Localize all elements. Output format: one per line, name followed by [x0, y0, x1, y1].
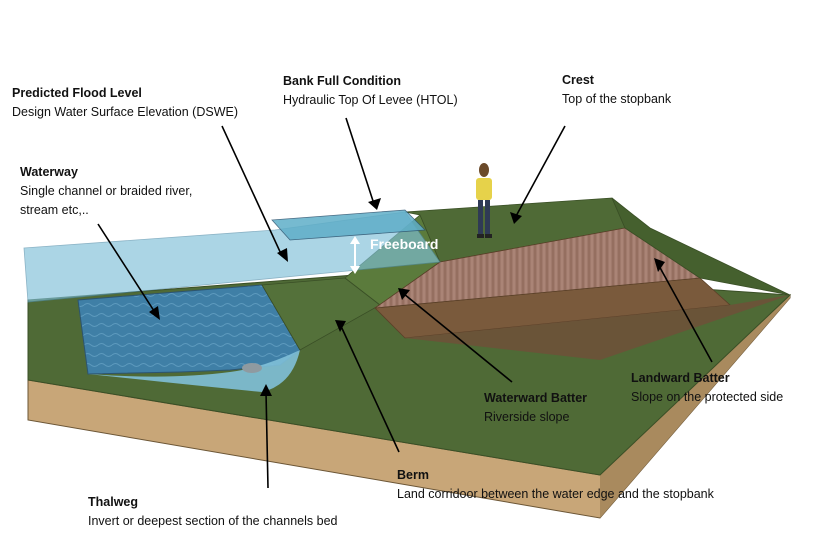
- leader-bank-full-condition: [345, 117, 375, 205]
- crest-desc: Top of the stopbank: [562, 92, 672, 106]
- bank-full-condition-title: Bank Full Condition: [283, 74, 402, 88]
- berm-desc: Land corridoor between the water edge an…: [397, 487, 714, 501]
- leader-waterway: [97, 223, 157, 315]
- leader-thalweg: [265, 391, 269, 489]
- freeboard-arrow-head-top: [350, 236, 360, 244]
- label-landward-batter: Landward Batter Slope on the protected s…: [631, 369, 783, 407]
- arrowhead-bank-full-condition: [368, 198, 381, 210]
- thalweg-title: Thalweg: [88, 495, 139, 509]
- label-waterward-batter: Waterward Batter Riverside slope: [484, 389, 587, 427]
- freeboard-arrow-head-bottom: [350, 266, 360, 274]
- crest-title: Crest: [562, 73, 594, 87]
- arrowhead-waterway: [149, 306, 160, 320]
- thalweg-rock: [242, 363, 262, 373]
- landward-ground-2: [405, 295, 790, 360]
- leader-landward-batter: [657, 263, 713, 363]
- predicted-flood-level-title: Predicted Flood Level: [12, 86, 142, 100]
- predicted-flood-level-desc: Design Water Surface Elevation (DSWE): [12, 105, 239, 119]
- waterward-batter-desc: Riverside slope: [484, 410, 570, 424]
- thalweg-desc: Invert or deepest section of the channel…: [88, 514, 338, 528]
- soil-side-face: [600, 295, 790, 518]
- landward-batter-desc: Slope on the protected side: [631, 390, 784, 404]
- label-thalweg: Thalweg Invert or deepest section of the…: [88, 493, 337, 531]
- arrowhead-thalweg: [260, 384, 272, 396]
- thalweg-shallow-water: [88, 350, 300, 392]
- leader-crest: [514, 125, 566, 219]
- label-waterway: Waterway Single channel or braided river…: [20, 163, 192, 220]
- label-predicted-flood-level: Predicted Flood Level Design Water Surfa…: [12, 84, 238, 122]
- waterward-batter-title: Waterward Batter: [484, 391, 588, 405]
- person-figure: [476, 163, 492, 238]
- arrowhead-berm: [335, 320, 346, 332]
- stopbank-back-slope: [611, 197, 791, 296]
- arrowhead-landward-batter: [654, 258, 665, 272]
- arrowhead-predicted-flood-level: [277, 248, 288, 262]
- leader-predicted-flood-level: [221, 125, 283, 257]
- leader-berm: [339, 323, 400, 453]
- label-bank-full-condition: Bank Full Condition Hydraulic Top Of Lev…: [283, 72, 458, 110]
- berm-title: Berm: [397, 468, 429, 482]
- label-berm: Berm Land corridoor between the water ed…: [397, 466, 714, 504]
- label-crest: Crest Top of the stopbank: [562, 71, 671, 109]
- landward-batter-title: Landward Batter: [631, 371, 730, 385]
- bank-full-condition-desc: Hydraulic Top Of Levee (HTOL): [283, 93, 458, 107]
- waterway-desc-line1: Single channel or braided river,: [20, 184, 193, 198]
- waterway-channel: [77, 284, 301, 375]
- bank-full-condition-plane: [271, 209, 426, 241]
- leader-waterward-batter: [403, 293, 513, 383]
- freeboard-label: Freeboard: [370, 236, 439, 252]
- waterway-desc-line2: stream etc,..: [20, 203, 89, 217]
- waterway-title: Waterway: [20, 165, 78, 179]
- arrowhead-crest: [510, 212, 522, 224]
- arrowhead-waterward-batter: [398, 288, 410, 300]
